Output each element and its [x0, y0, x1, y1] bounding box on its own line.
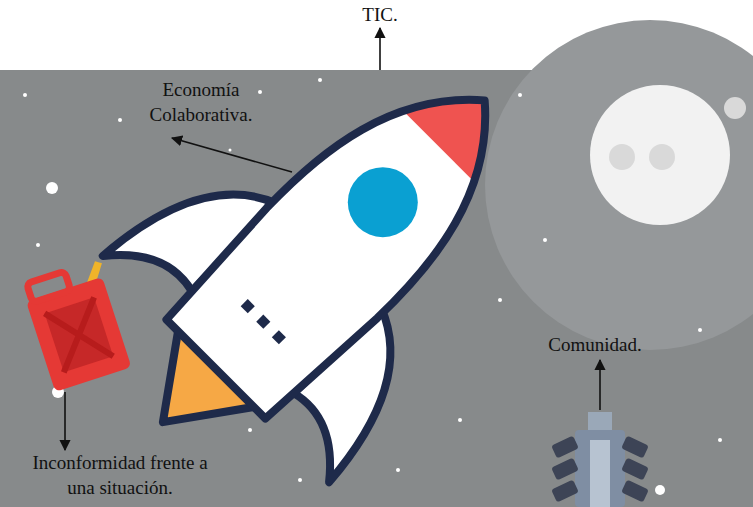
star — [36, 243, 40, 247]
star — [118, 118, 122, 122]
fuel-can-handle — [27, 271, 71, 302]
star — [46, 182, 58, 194]
star — [258, 90, 262, 94]
fuel-can-body — [26, 277, 131, 392]
engine-cylinder — [551, 458, 579, 481]
label-text: Comunidad. — [540, 333, 650, 358]
star — [396, 468, 400, 472]
leader-arrow — [64, 392, 66, 450]
star — [498, 298, 502, 302]
rocket-dot — [241, 299, 255, 313]
engine — [551, 412, 649, 507]
label-text: TIC. — [330, 3, 430, 28]
rocket-body — [161, 45, 540, 424]
rocket-outline — [161, 45, 540, 424]
leader-arrow — [379, 28, 381, 70]
star — [655, 485, 665, 495]
engine-cylinder — [551, 436, 579, 459]
engine-core — [590, 440, 610, 507]
star — [318, 78, 322, 82]
fuel-can — [21, 259, 135, 391]
star — [23, 93, 27, 97]
star — [518, 93, 522, 97]
engine-cylinder — [621, 458, 649, 481]
star — [543, 238, 547, 242]
star — [718, 438, 722, 442]
rocket-dot — [256, 315, 270, 329]
engine-cylinder — [551, 480, 579, 503]
rocket-dot — [272, 330, 286, 344]
moon-crater — [609, 144, 635, 170]
engine-cylinder — [621, 480, 649, 503]
fuel-can-cross — [45, 297, 114, 372]
star — [698, 328, 702, 332]
rocket-window — [333, 153, 432, 252]
moon-crater — [649, 144, 675, 170]
leader-arrow — [172, 138, 292, 172]
star — [248, 428, 252, 432]
star — [298, 478, 302, 482]
fuel-can-panel — [45, 297, 114, 372]
label-text: Economía Colaborativa. — [142, 78, 260, 127]
rocket — [50, 0, 605, 507]
star — [229, 149, 232, 152]
moon — [590, 85, 730, 225]
engine-body — [575, 430, 625, 507]
engine-cylinder — [621, 436, 649, 459]
label-text: Inconformidad frente a una situación. — [20, 451, 220, 500]
engine-top — [588, 412, 612, 432]
moon-halo — [485, 20, 753, 350]
moon-crater — [724, 97, 746, 119]
leader-arrow — [599, 360, 601, 410]
star — [458, 418, 462, 422]
